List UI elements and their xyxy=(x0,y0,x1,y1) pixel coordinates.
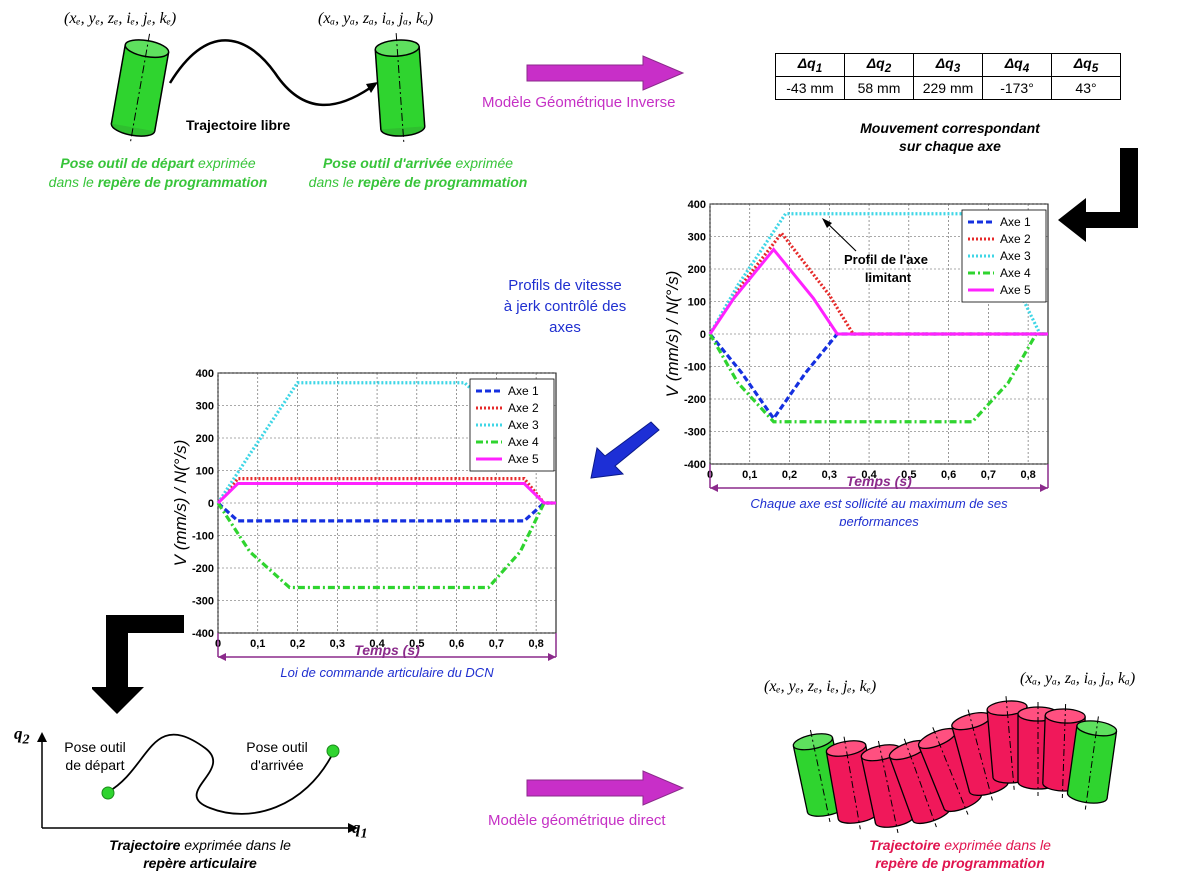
blue-arrow-icon xyxy=(590,421,660,479)
y-tick-label: 100 xyxy=(196,466,214,478)
y-tick-label: -100 xyxy=(684,362,706,374)
mgi-label: Modèle Géométrique Inverse xyxy=(482,94,676,111)
black-bend-arrow-icon xyxy=(1058,148,1138,242)
end-pose-coords: (xₐ, yₐ, zₐ, iₐ, jₐ, kₐ) xyxy=(318,10,434,27)
y-tick-label: 400 xyxy=(196,368,214,380)
y-tick-label: -300 xyxy=(684,427,706,439)
tool-pose-icon xyxy=(1066,716,1118,810)
delta-header: Δq3 xyxy=(913,53,983,77)
x-tick-label: 0,2 xyxy=(782,469,797,481)
q1-axis-label: q1 xyxy=(352,818,368,842)
delta-header: Δq4 xyxy=(982,53,1052,77)
start-pose-coords: (xₑ, yₑ, zₑ, iₑ, jₑ, kₑ) xyxy=(64,10,177,27)
mgd-arrow-icon xyxy=(526,770,685,806)
y-tick-label: 400 xyxy=(688,199,706,211)
x-tick-label: 0,6 xyxy=(449,638,464,650)
mgi-arrow-icon xyxy=(526,55,685,91)
delta-header: Δq2 xyxy=(844,53,914,77)
joint-trajectory-caption: Trajectoire exprimée dans le repère arti… xyxy=(109,837,291,871)
y-axis-label: V (mm/s) / N(°/s) xyxy=(171,440,190,567)
y-tick-label: 200 xyxy=(688,264,706,276)
delta-value: 58 mm xyxy=(844,76,914,100)
free-trajectory-curve xyxy=(168,39,371,107)
delta-value: -43 mm xyxy=(775,76,845,100)
y-tick-label: -200 xyxy=(684,394,706,406)
y-tick-label: -400 xyxy=(192,628,214,640)
y-tick-label: -300 xyxy=(192,596,214,608)
tool-sequence-figure xyxy=(792,696,1118,834)
delta-header: Δq5 xyxy=(1051,53,1121,77)
delta-q-table: Δq1 Δq2 Δq3 Δq4 Δq5 -43 mm 58 mm 229 mm … xyxy=(775,53,1121,100)
x-tick-label: 0,4 xyxy=(369,638,385,650)
prog-trajectory-caption: Trajectoire exprimée dans le repère de p… xyxy=(869,837,1051,871)
y-tick-label: 0 xyxy=(208,498,214,510)
chart-caption: Loi de commande articulaire du DCN xyxy=(280,665,494,680)
x-tick-label: 0,3 xyxy=(822,469,837,481)
x-tick-label: 0,1 xyxy=(742,469,757,481)
y-tick-label: 0 xyxy=(700,329,706,341)
x-tick-label: 0,4 xyxy=(861,469,877,481)
end-pose-caption: Pose outil d'arrivée exprimée dans le re… xyxy=(308,155,528,190)
delta-header: Δq1 xyxy=(775,53,845,77)
start-pose-caption: Pose outil de départ exprimée dans le re… xyxy=(48,155,268,190)
y-tick-label: -400 xyxy=(684,459,706,471)
x-tick-label: 0,7 xyxy=(489,638,504,650)
black-bend-arrow-2-icon xyxy=(92,615,184,714)
series-line-axe-4 xyxy=(216,501,556,590)
delta-value: 229 mm xyxy=(913,76,983,100)
delta-value: 43° xyxy=(1051,76,1121,100)
x-tick-label: 0,1 xyxy=(250,638,265,650)
y-axis-label: V (mm/s) / N(°/s) xyxy=(663,271,682,398)
series-line-axe-3 xyxy=(216,381,506,504)
top-tools-figure xyxy=(110,33,426,143)
series-line-axe-5 xyxy=(216,482,556,505)
legend-label: Axe 2 xyxy=(1000,232,1031,246)
x-tick-label: 0,2 xyxy=(290,638,305,650)
annotation-text: limitant xyxy=(865,270,912,285)
mgd-label: Modèle géométrique direct xyxy=(488,812,666,829)
y-tick-label: 200 xyxy=(196,433,214,445)
y-tick-label: 300 xyxy=(196,401,214,413)
legend-label: Axe 4 xyxy=(508,435,539,449)
y-tick-label: 100 xyxy=(688,297,706,309)
end-tool-icon xyxy=(374,33,426,143)
y-tick-label: 300 xyxy=(688,232,706,244)
x-tick-label: 0,7 xyxy=(981,469,996,481)
x-tick-label: 0,5 xyxy=(901,469,916,481)
chart-axis-profiles: 00,10,20,30,40,50,60,70,84003002001000-1… xyxy=(663,199,1049,526)
x-tick-label: 0,8 xyxy=(1020,469,1035,481)
y-tick-label: -100 xyxy=(192,531,214,543)
legend-label: Axe 4 xyxy=(1000,266,1031,280)
series-line-axe-5 xyxy=(708,247,1048,336)
legend-label: Axe 5 xyxy=(508,452,539,466)
x-tick-label: 0,5 xyxy=(409,638,424,650)
bottom-end-coords: (xₐ, yₐ, zₐ, iₐ, jₐ, kₐ) xyxy=(1020,670,1136,687)
legend-label: Axe 5 xyxy=(1000,283,1031,297)
x-tick-label: 0,3 xyxy=(330,638,345,650)
legend-label: Axe 2 xyxy=(508,401,539,415)
free-trajectory-label: Trajectoire libre xyxy=(186,117,291,133)
q2-axis-label: q2 xyxy=(14,724,30,748)
x-tick-label: 0,6 xyxy=(941,469,956,481)
annotation-text: Profil de l'axe xyxy=(844,252,928,267)
chart-dcn-law: 00,10,20,30,40,50,60,70,84003002001000-1… xyxy=(171,368,557,680)
joint-space-figure xyxy=(37,732,358,833)
x-axis-label: Temps (s) xyxy=(354,642,420,658)
y-tick-label: -200 xyxy=(192,563,214,575)
x-tick-label: 0,8 xyxy=(528,638,543,650)
legend-label: Axe 3 xyxy=(508,418,539,432)
chart-caption: Chaque axe est sollicité au maximum de s… xyxy=(750,496,1008,511)
legend-label: Axe 1 xyxy=(508,384,539,398)
legend-label: Axe 1 xyxy=(1000,215,1031,229)
x-axis-label: Temps (s) xyxy=(846,473,912,489)
start-tool-icon xyxy=(110,33,170,143)
delta-value: -173° xyxy=(982,76,1052,100)
chart-caption: performances xyxy=(838,514,919,526)
legend-label: Axe 3 xyxy=(1000,249,1031,263)
bottom-start-coords: (xₑ, yₑ, zₑ, iₑ, jₑ, kₑ) xyxy=(764,678,877,695)
